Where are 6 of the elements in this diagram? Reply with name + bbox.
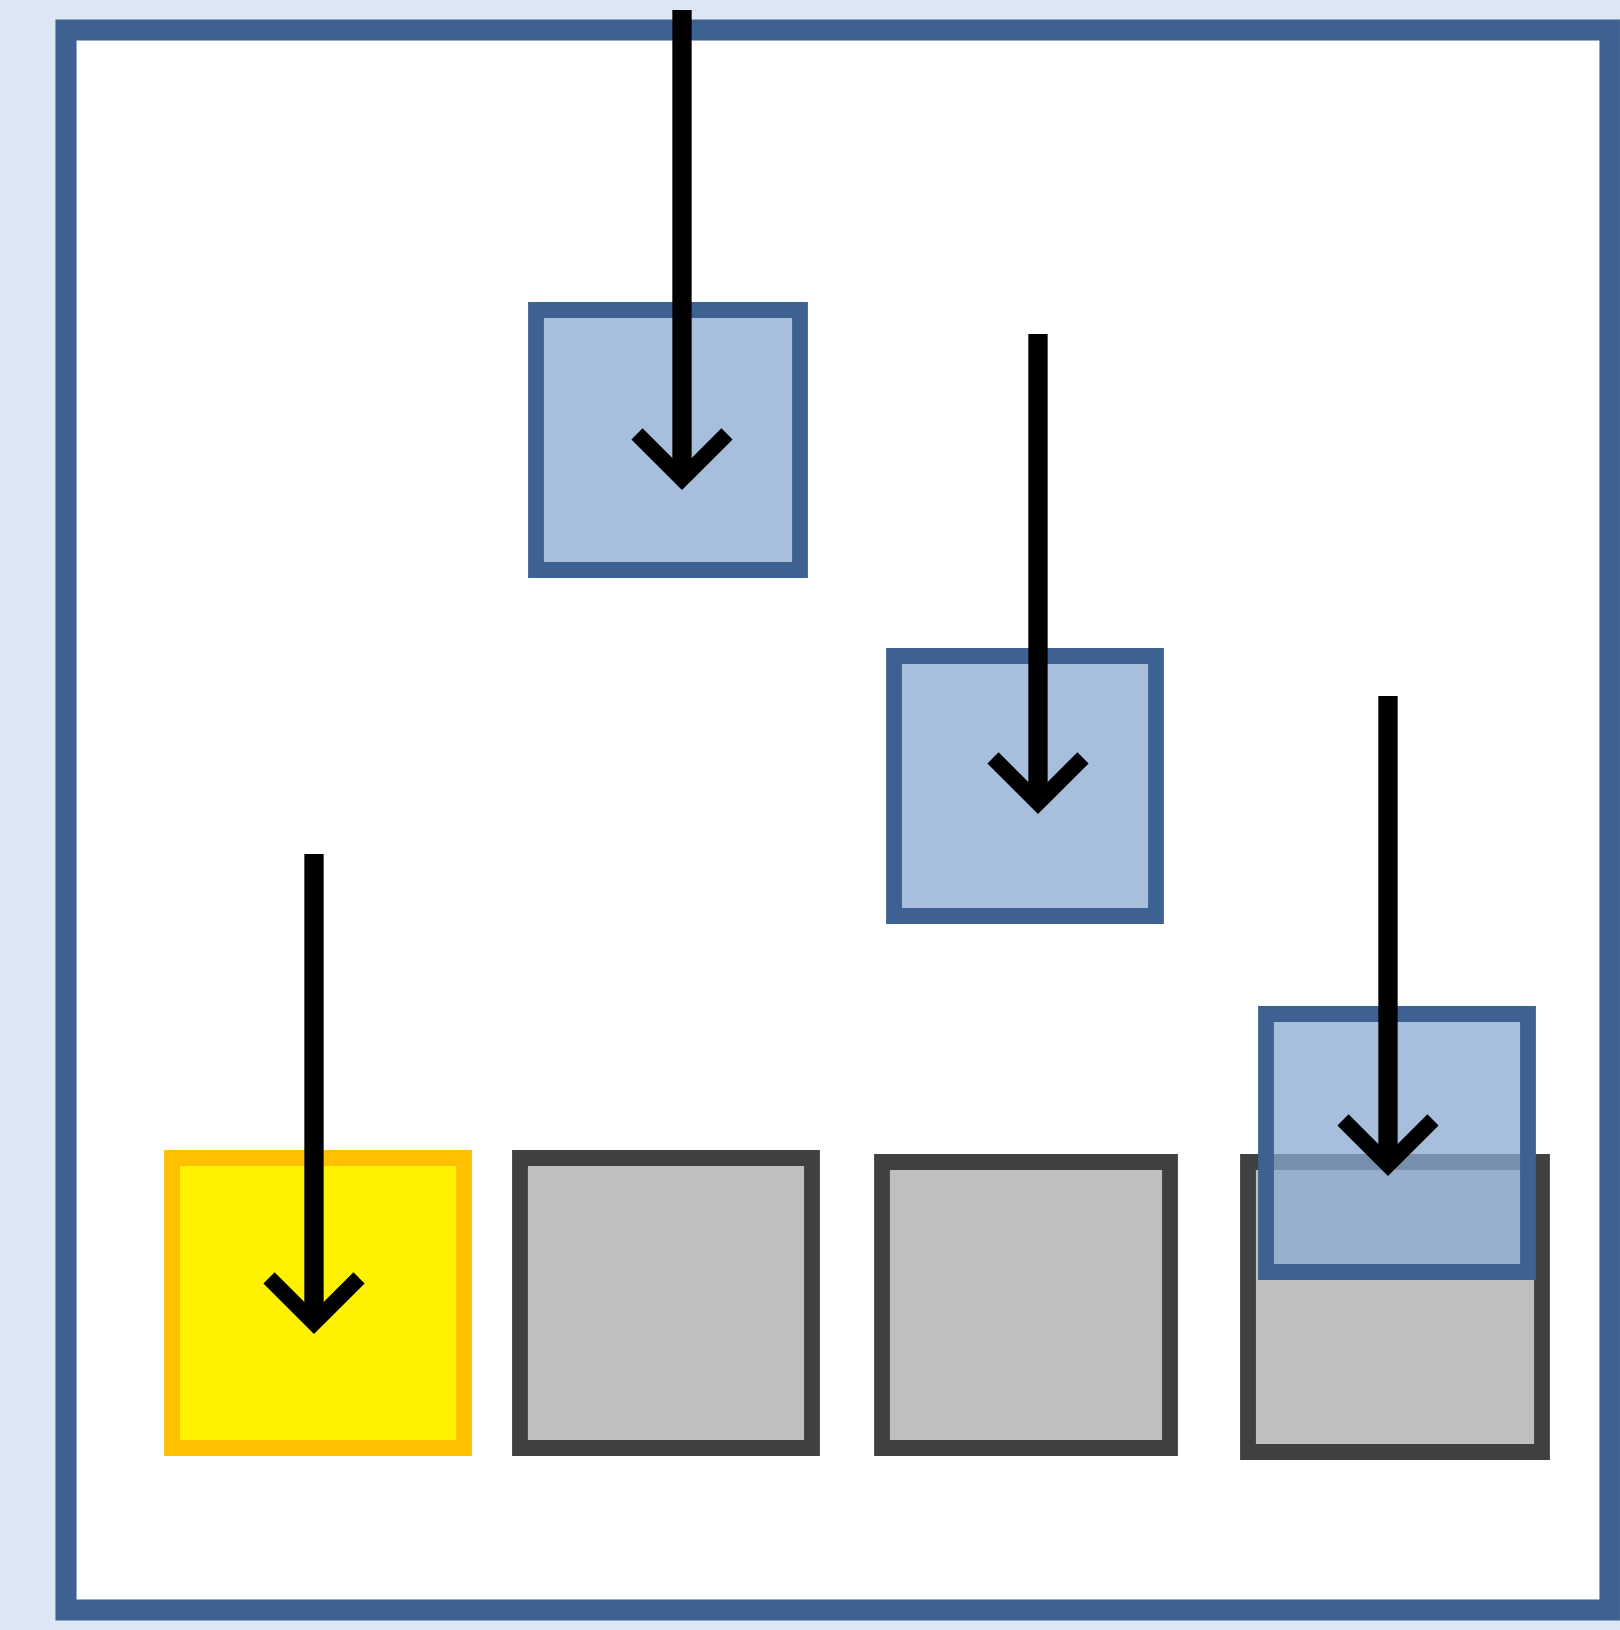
highlighted-block: [164, 1150, 472, 1456]
falling-block: [886, 648, 1164, 924]
falling-block: [1258, 1006, 1536, 1280]
falling-block: [528, 302, 808, 578]
block: [874, 1154, 1178, 1456]
block: [512, 1150, 820, 1456]
